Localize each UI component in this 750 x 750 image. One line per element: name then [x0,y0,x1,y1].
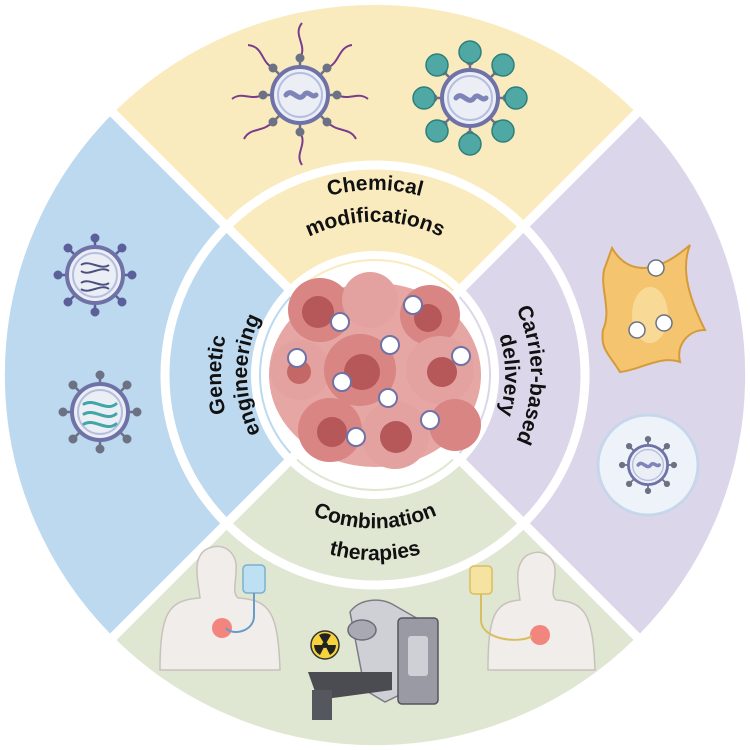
engineered-virus-dna-icon [52,232,138,318]
ring-divider [160,160,590,590]
virus-with-polymer-chains-icon [231,22,369,166]
carrier-cell-icon [601,244,707,374]
inner-divider [251,251,499,499]
engineered-virus-dna-icon [57,369,143,455]
radiation-icon [310,630,340,660]
tumor-infected-by-virus-icon [269,272,481,469]
tumor-virus-particles [287,295,471,447]
liposome-encapsulated-virus-icon [596,413,700,517]
radiotherapy-machine-icon [308,599,439,720]
virus-with-protein-coat-icon [412,40,528,156]
patient-iv-drip-icon [469,551,596,671]
patient-iv-drip-icon [159,545,281,671]
